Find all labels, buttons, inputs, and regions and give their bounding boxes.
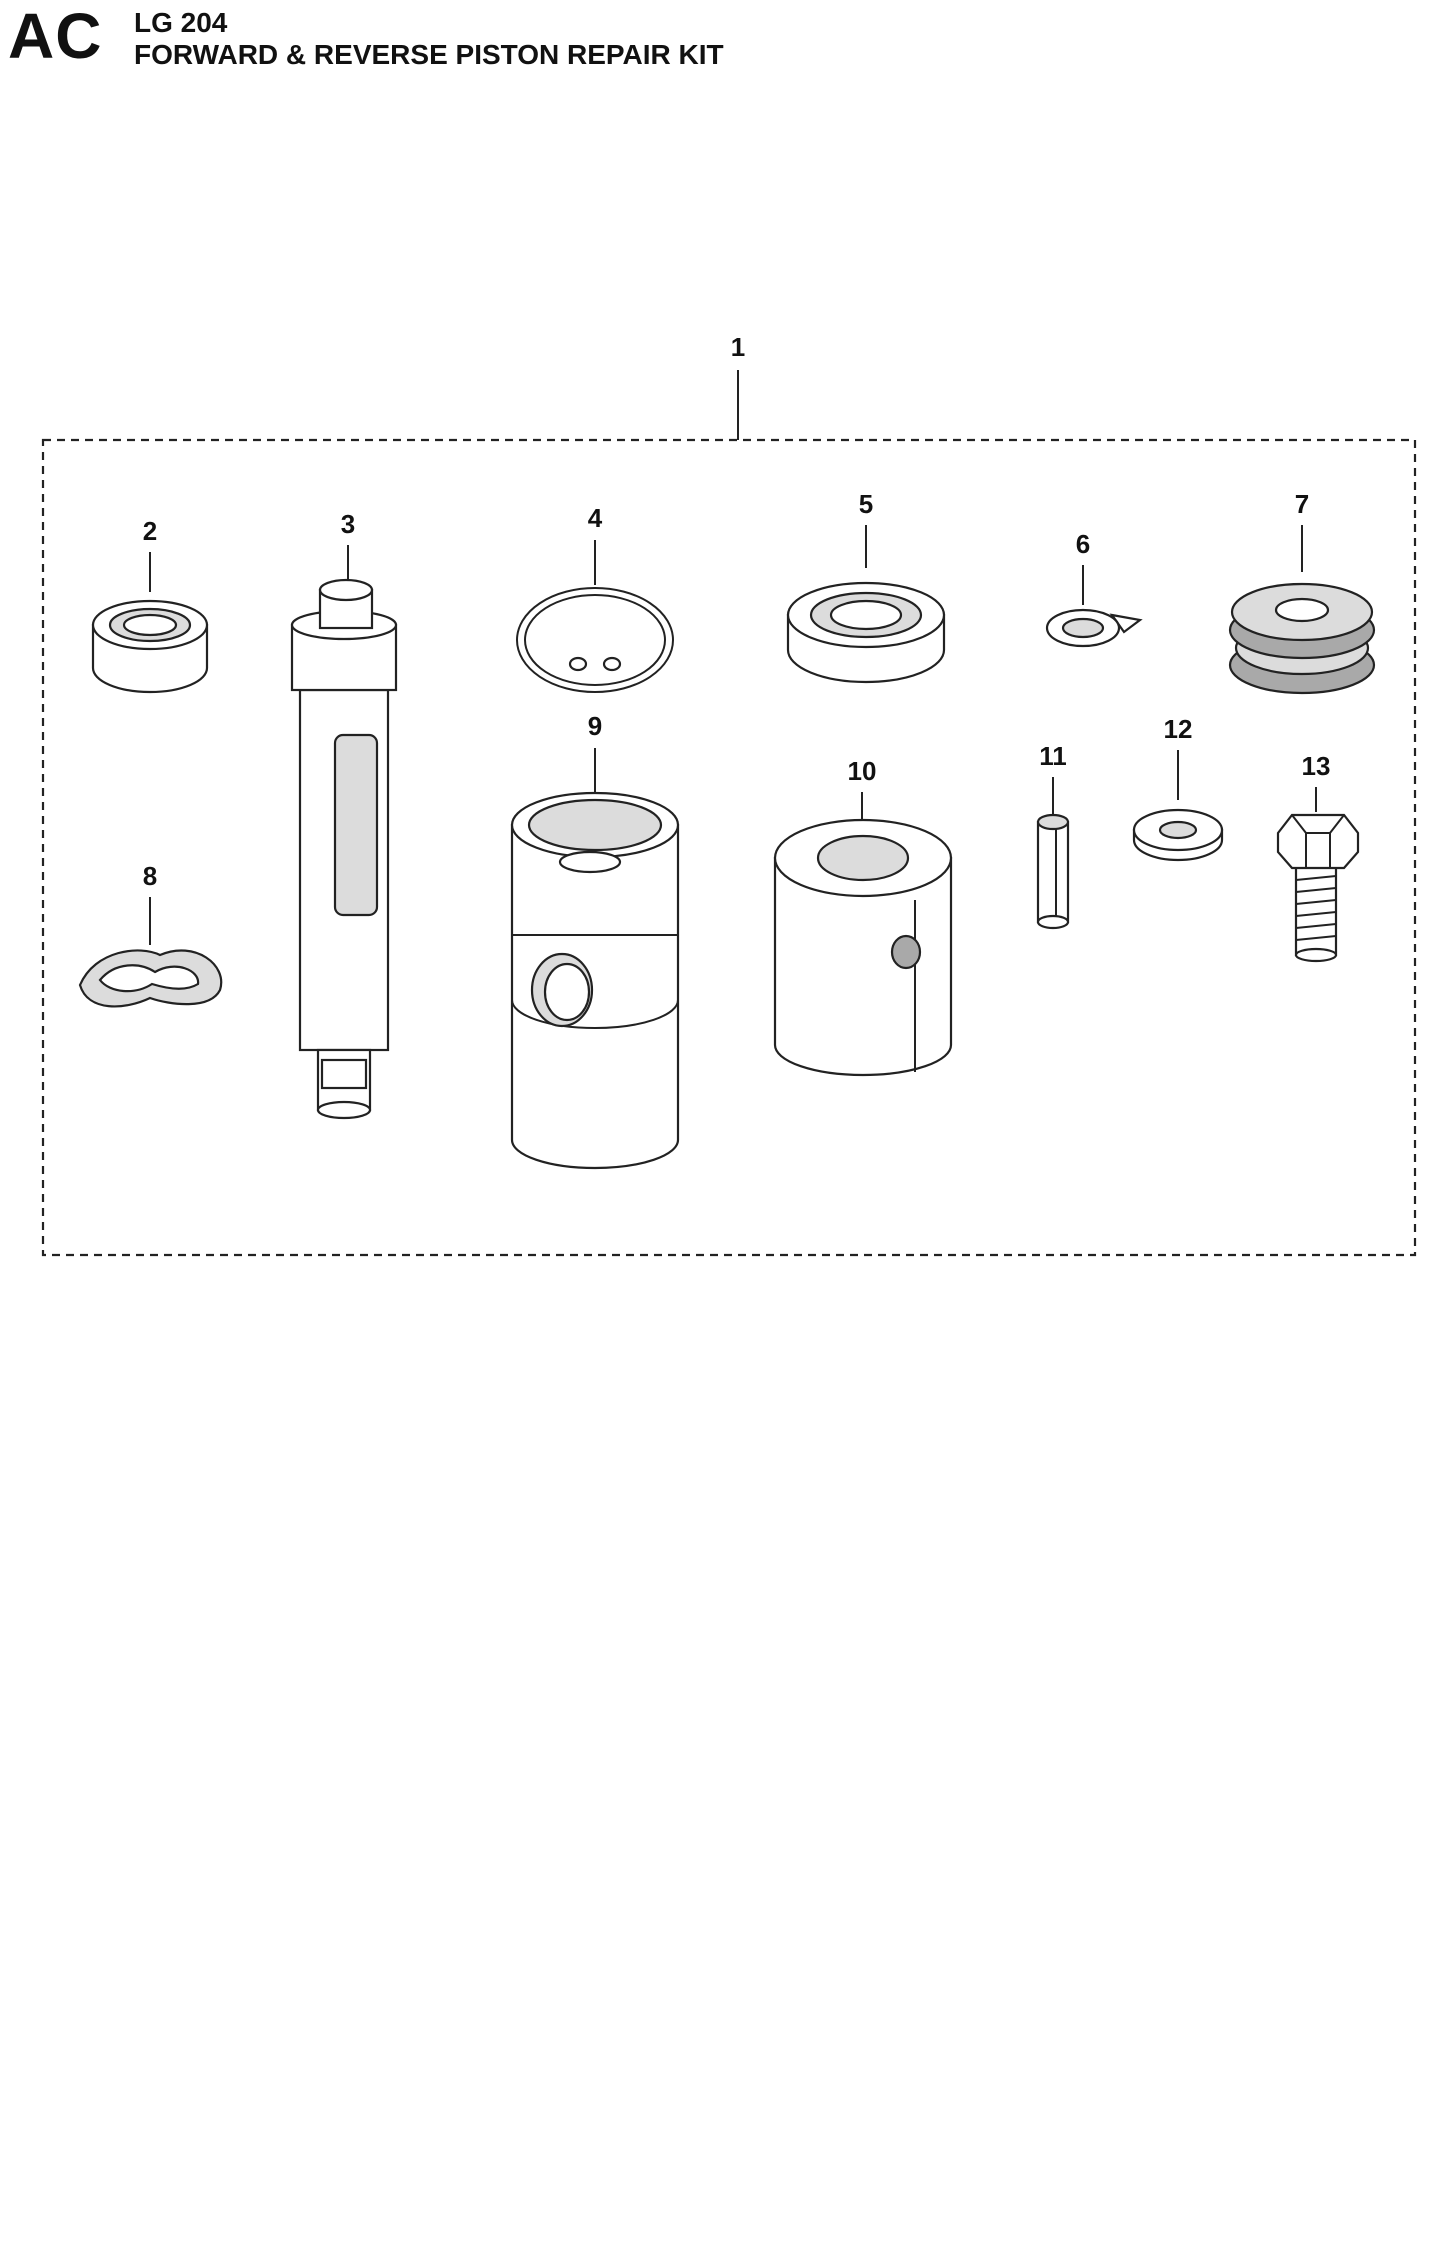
page-title: FORWARD & REVERSE PISTON REPAIR KIT	[134, 39, 724, 70]
callout-8: 8	[143, 861, 157, 891]
callout-9: 9	[588, 711, 602, 741]
callout-3: 3	[341, 509, 355, 539]
part-13-bolt: 13	[1276, 751, 1360, 963]
callout-1: 1	[731, 332, 745, 362]
section-code: AC	[8, 0, 103, 72]
part-12-washer: 12	[1132, 714, 1224, 862]
callout-5: 5	[859, 489, 873, 519]
callout-11: 11	[1039, 741, 1067, 771]
part-5-seal-bearing: 5	[786, 489, 946, 684]
part-3-shaft: 3	[290, 509, 398, 1120]
part-8-wave-washer: 8	[78, 861, 223, 1008]
callout-2: 2	[143, 516, 157, 546]
part-10-piston-block: 10	[773, 756, 953, 1077]
callout-4: 4	[588, 503, 603, 533]
callout-7: 7	[1295, 489, 1309, 519]
callout-6: 6	[1076, 529, 1090, 559]
model-number: LG 204	[134, 7, 228, 38]
callout-10: 10	[848, 756, 877, 786]
part-7-piston-seal: 7	[1228, 489, 1376, 695]
callout-13: 13	[1302, 751, 1331, 781]
part-6-tab-washer: 6	[1045, 529, 1143, 648]
part-9-piston-sleeve: 9	[510, 711, 680, 1170]
kit-boundary-box	[41, 438, 1417, 1257]
part-11-roll-pin: 11	[1036, 741, 1070, 930]
callout-12: 12	[1164, 714, 1193, 744]
part-4-retaining-ring: 4	[516, 503, 674, 693]
part-2-bearing: 2	[91, 516, 209, 694]
